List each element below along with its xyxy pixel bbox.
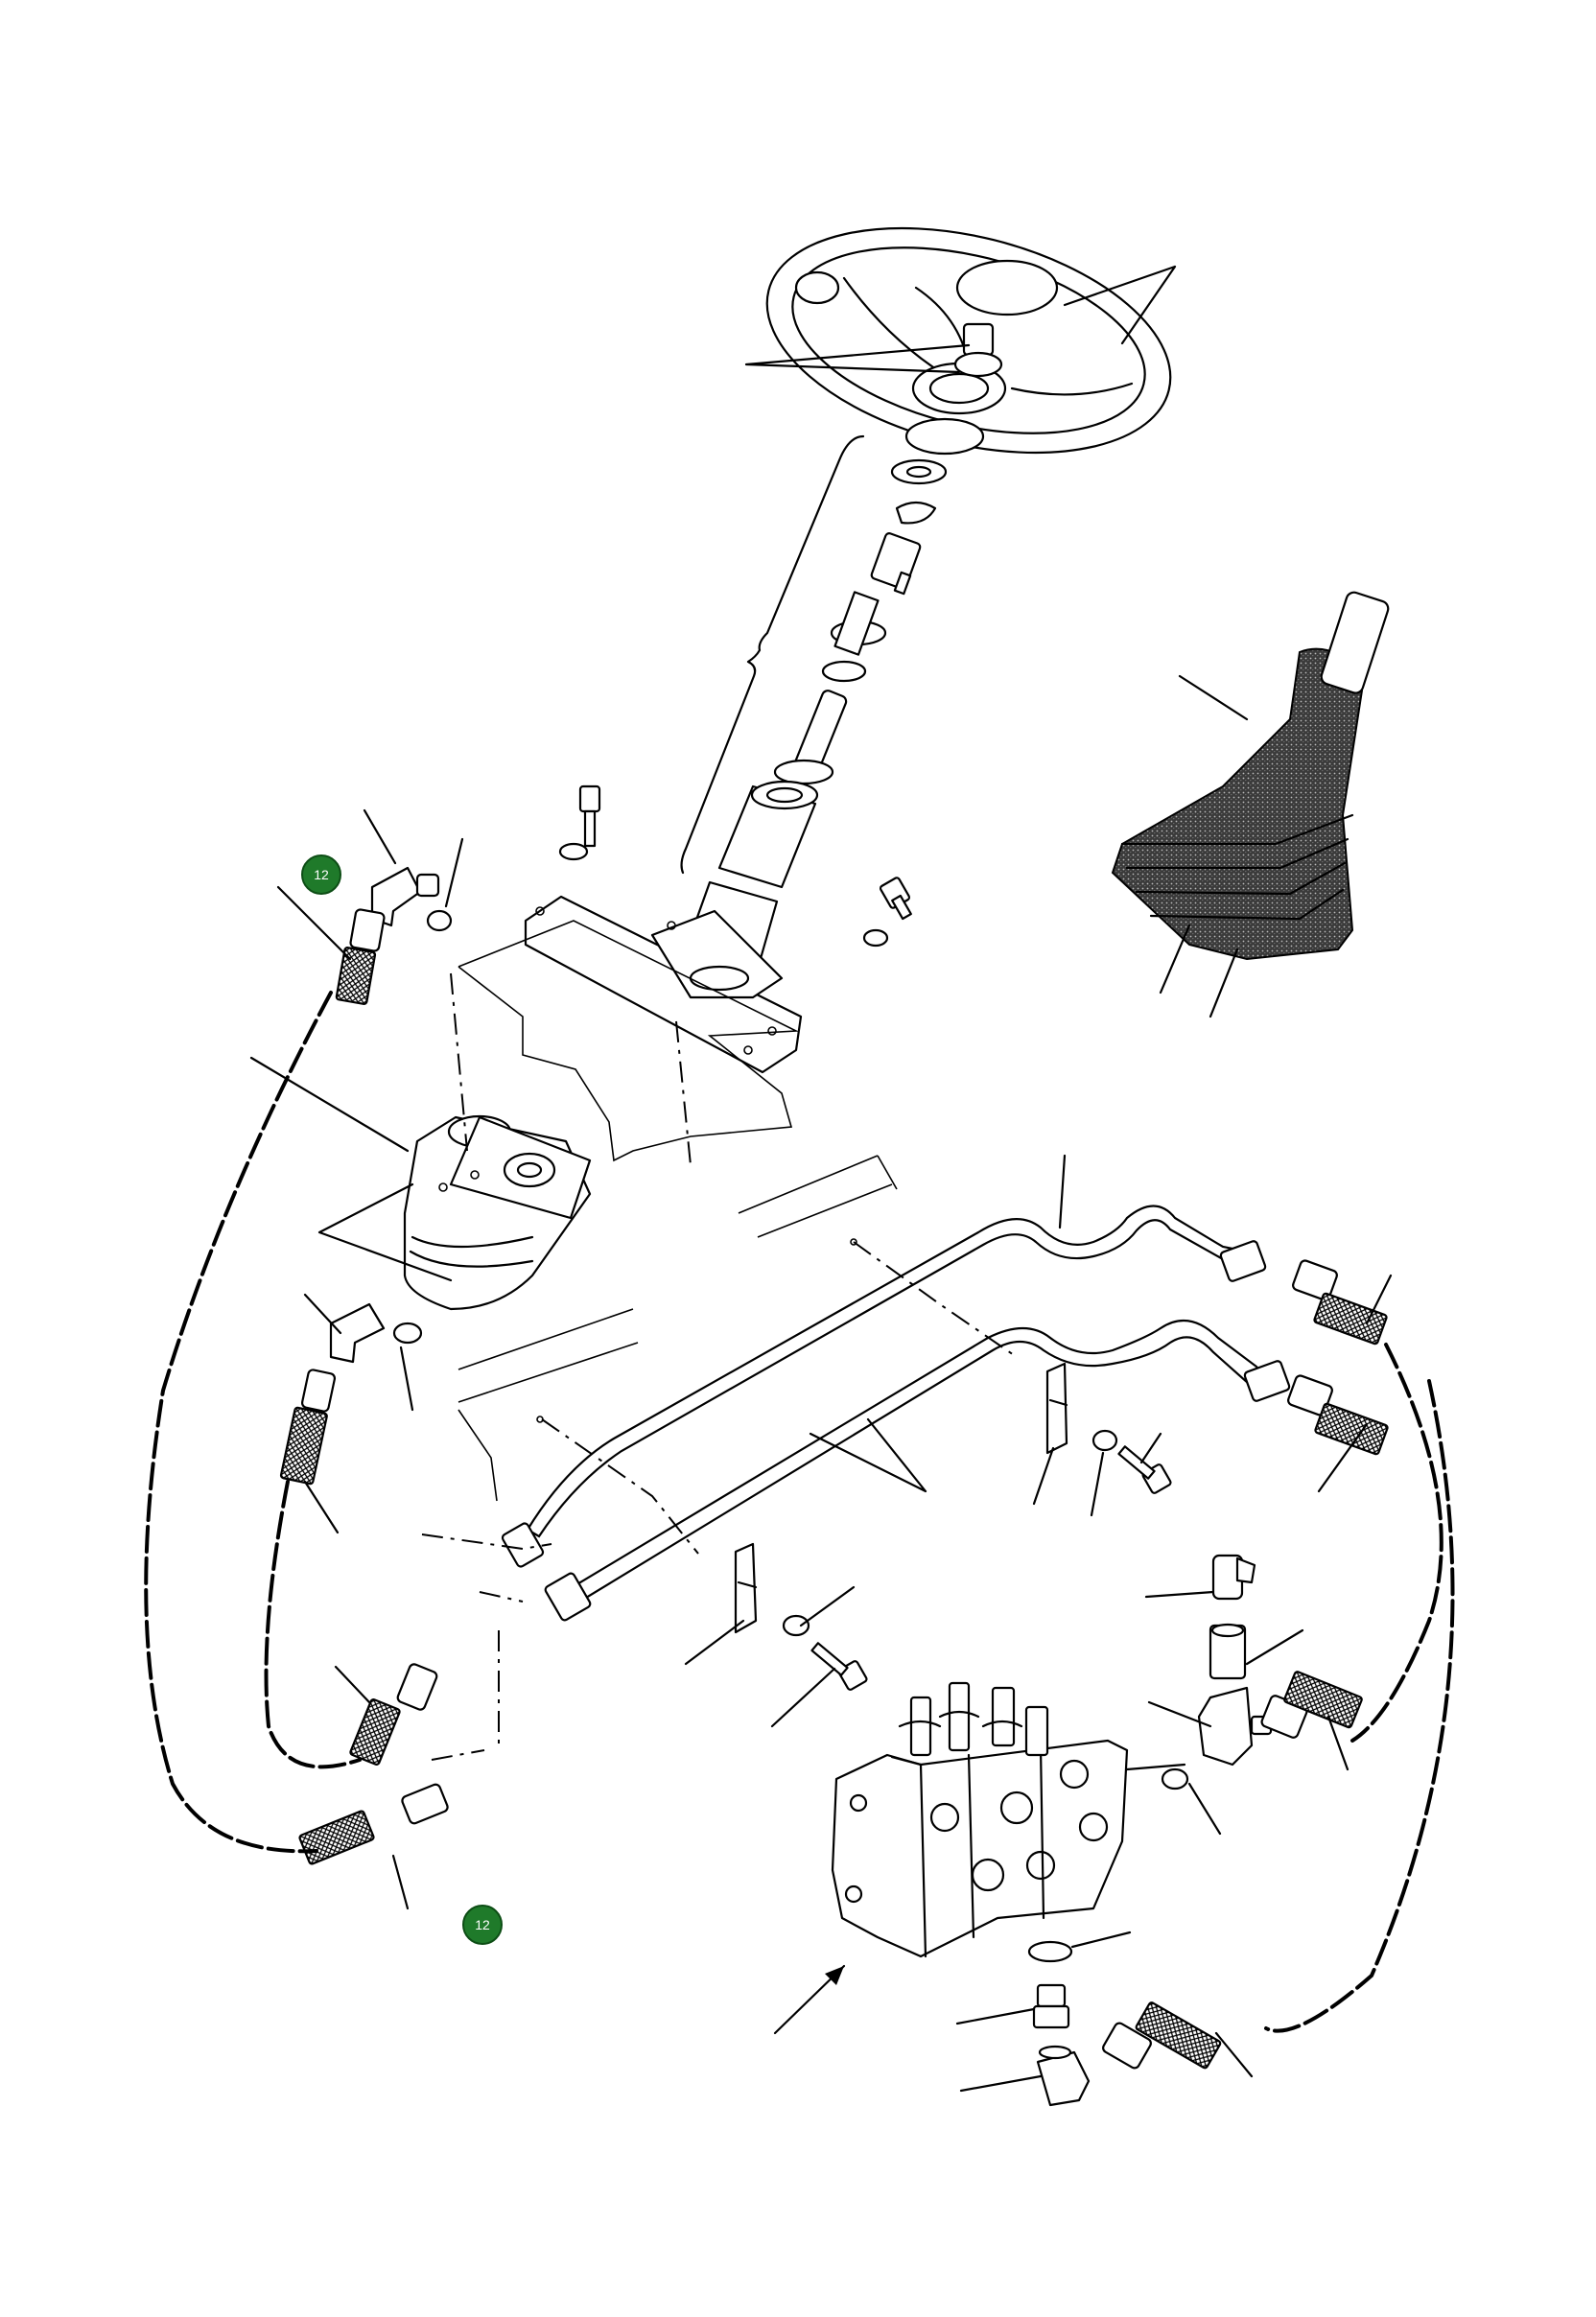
hose-end-middle-left [279,1369,337,1486]
steel-tube-upper [526,1205,1249,1538]
tube-clip-left [734,1542,868,1691]
gear-lever-shaft [1320,591,1390,694]
leader-line [391,1854,410,1910]
leader-line [1125,1763,1186,1771]
leader-line [1058,1154,1067,1229]
adapter-fitting [1209,1623,1247,1680]
leader-line [303,1293,414,1412]
leader-line [1144,1590,1215,1599]
firewall-panel [458,920,800,1162]
hose-line-right-lower [1264,1379,1455,2033]
mount-hole [850,1238,857,1246]
centerline [853,1241,1018,1358]
breather-fitting [1211,1554,1256,1601]
hose-end-right-lower [1287,1374,1389,1456]
leader-line [1214,2031,1254,2078]
o-ring-icon [1161,1767,1189,1790]
brace-bracket [680,434,865,875]
chassis-panel [458,1155,898,1502]
plate-bolt-right [862,877,912,948]
hose-line-left-inner [264,1480,362,1769]
hose-end-lower-left-b [298,1783,449,1865]
leader-line [303,1480,340,1534]
leader-line [1147,1700,1212,1728]
steering-nut-icon [962,322,995,357]
leader-line [1326,1715,1350,1771]
o-ring-icon [1027,1940,1073,1963]
elbow-fitting-middle [329,1302,386,1364]
control-valve-block [831,1681,1129,1958]
leader-line [1159,924,1239,1018]
leader-line [276,885,352,961]
leader-line [249,1056,410,1153]
leader-line [809,1417,927,1493]
mount-hole [536,1416,544,1423]
callout-badge-lower[interactable]: 12 [462,1905,503,1945]
leader-line [959,2074,1043,2093]
centerline [450,972,468,1152]
leader-line [317,1182,453,1282]
leader-line [1365,1274,1393,1325]
leader-line [1063,265,1177,345]
spinner-knob-icon [794,270,840,305]
hose-line-left-outer [144,991,333,1854]
o-ring-icon [426,909,453,932]
callout-badge-label: 12 [475,1917,490,1932]
tube-end-nut-right [1219,1240,1291,1402]
hose-end-right-middle [1260,1671,1363,1739]
leader-line [955,2007,1036,2025]
hose-end-lower-right [1102,2001,1222,2070]
adapter-nipple [1032,1983,1070,2029]
leader-line [334,1665,371,1704]
leader-line [1178,674,1249,721]
hose-end-right-upper [1292,1259,1388,1346]
elbow-fitting-lower [1036,2045,1091,2107]
steering-wheel [765,226,1172,456]
plate-bolt-upper [558,784,601,861]
leader-line [684,1585,856,1728]
hose-end-upper-left [335,908,386,1005]
steering-control-unit [403,1114,592,1311]
leader-line [1187,1782,1222,1836]
hose-end-lower-left-a [349,1663,438,1766]
tube-clip-right [1045,1362,1172,1494]
leader-line [744,343,971,374]
callout-badge-upper[interactable]: 12 [301,854,341,895]
centerline [541,1418,699,1555]
leader-line [1070,1931,1132,1949]
tube-end-nut-left [501,1522,592,1622]
horn-cap-icon [955,259,1059,316]
arrow-head-icon [825,1966,844,1985]
leader-line [1317,1422,1369,1493]
o-ring-icon [392,1322,423,1345]
leader-line [1245,1628,1304,1666]
centerline [675,1020,692,1166]
centerline [421,1533,552,1551]
leader-line [363,808,464,908]
elbow-fitting-upper [370,866,440,927]
gear-lever-boot [1111,591,1390,961]
centerline [431,1591,524,1761]
hose-line-right [1350,1343,1443,1743]
leader-line [1032,1432,1162,1517]
callout-badge-label: 12 [314,867,329,882]
